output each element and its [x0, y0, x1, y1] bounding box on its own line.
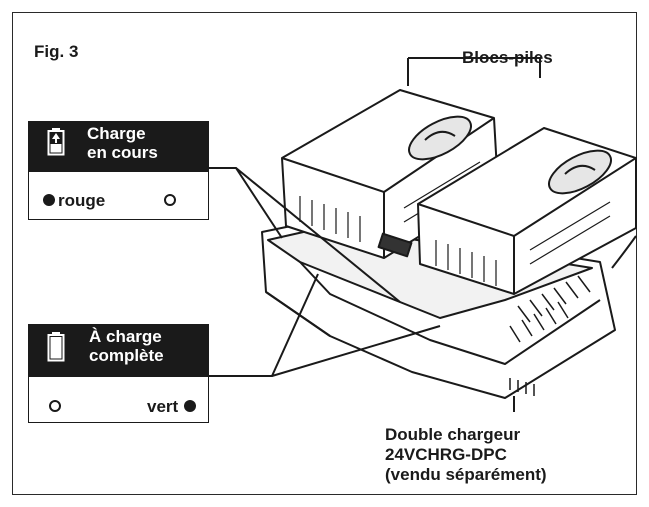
charging-status-header: Charge en cours [29, 122, 208, 172]
charger-callout: Double chargeur 24VCHRG-DPC (vendu sépar… [385, 425, 547, 484]
leader-charged [208, 273, 441, 377]
charged-status-box: À charge complète vert [28, 324, 209, 423]
charging-status-title: Charge en cours [87, 124, 158, 162]
battery-full-icon [47, 332, 65, 366]
charging-status-box: Charge en cours rouge [28, 121, 209, 220]
battery-charging-icon [47, 128, 65, 160]
leader-charging [208, 167, 401, 303]
charged-status-header: À charge complète [29, 325, 208, 377]
figure-frame [12, 12, 637, 495]
charged-indicator-label: vert [147, 397, 179, 416]
figure-label: Fig. 3 [34, 42, 79, 61]
charging-indicator-label: rouge [58, 191, 106, 210]
led-indicator-icon [184, 400, 196, 412]
charged-status-title: À charge complète [89, 327, 164, 365]
leader-battery-packs [408, 57, 541, 78]
led-indicator-icon [43, 194, 55, 206]
led-off-icon [49, 400, 61, 412]
led-off-icon [164, 194, 176, 206]
battery-packs-callout: Blocs-piles [462, 48, 553, 67]
